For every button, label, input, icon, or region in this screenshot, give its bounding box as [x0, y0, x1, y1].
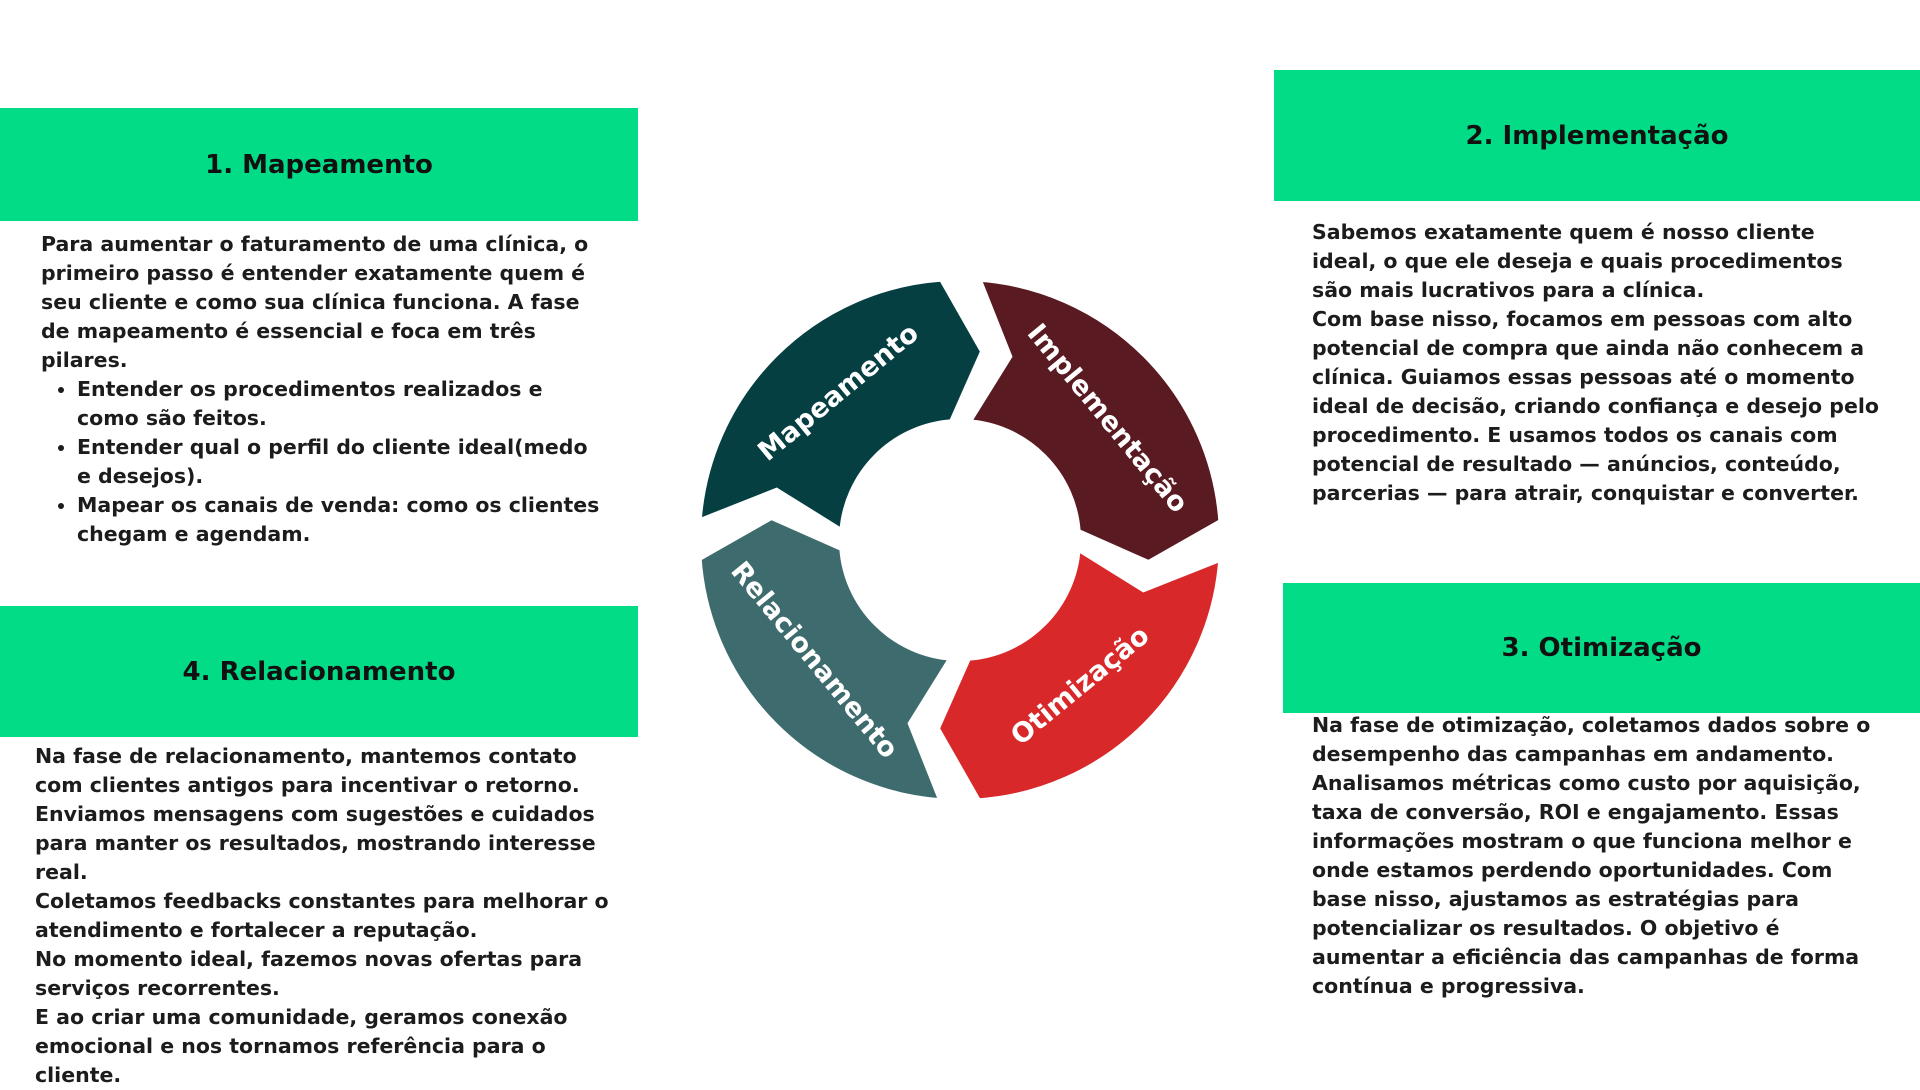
bullet-item: Entender os procedimentos realizados e c… [77, 375, 601, 433]
body-otimizacao: Na fase de otimização, coletamos dados s… [1312, 711, 1882, 1001]
paragraph: Na fase de relacionamento, mantemos cont… [35, 744, 580, 797]
bullet-item: Entender qual o perfil do cliente ideal(… [77, 433, 601, 491]
intro-mapeamento: Para aumentar o faturamento de uma clíni… [41, 232, 589, 372]
header-relacionamento: 4. Relacionamento [0, 606, 638, 737]
cycle-segment-mapeamento [695, 275, 987, 537]
paragraph: Enviamos mensagens com sugestões e cuida… [35, 802, 596, 884]
header-mapeamento: 1. Mapeamento [0, 108, 638, 221]
title-implementacao: 2. Implementação [1465, 120, 1729, 151]
bullets-mapeamento: Entender os procedimentos realizados e c… [41, 375, 601, 549]
cycle-segment-implementacao [963, 275, 1225, 567]
cycle-segment-relacionamento [695, 513, 957, 805]
paragraph: E ao criar uma comunidade, geramos conex… [35, 1005, 568, 1087]
title-relacionamento: 4. Relacionamento [182, 656, 456, 687]
body-relacionamento: Na fase de relacionamento, mantemos cont… [35, 742, 615, 1090]
paragraph: Na fase de otimização, coletamos dados s… [1312, 713, 1871, 998]
header-implementacao: 2. Implementação [1274, 70, 1920, 201]
title-otimizacao: 3. Otimização [1501, 633, 1702, 663]
paragraph: No momento ideal, fazemos novas ofertas … [35, 947, 583, 1000]
paragraph: Com base nisso, focamos em pessoas com a… [1312, 307, 1879, 505]
bullet-item: Mapear os canais de venda: como os clien… [77, 491, 601, 549]
header-otimizacao: 3. Otimização [1283, 583, 1920, 713]
body-mapeamento: Para aumentar o faturamento de uma clíni… [41, 230, 601, 549]
body-implementacao: Sabemos exatamente quem é nosso cliente … [1312, 218, 1882, 508]
paragraph: Sabemos exatamente quem é nosso cliente … [1312, 220, 1843, 302]
title-mapeamento: 1. Mapeamento [205, 149, 433, 180]
paragraph: Coletamos feedbacks constantes para melh… [35, 889, 609, 942]
cycle-segment-otimizacao [933, 543, 1225, 805]
